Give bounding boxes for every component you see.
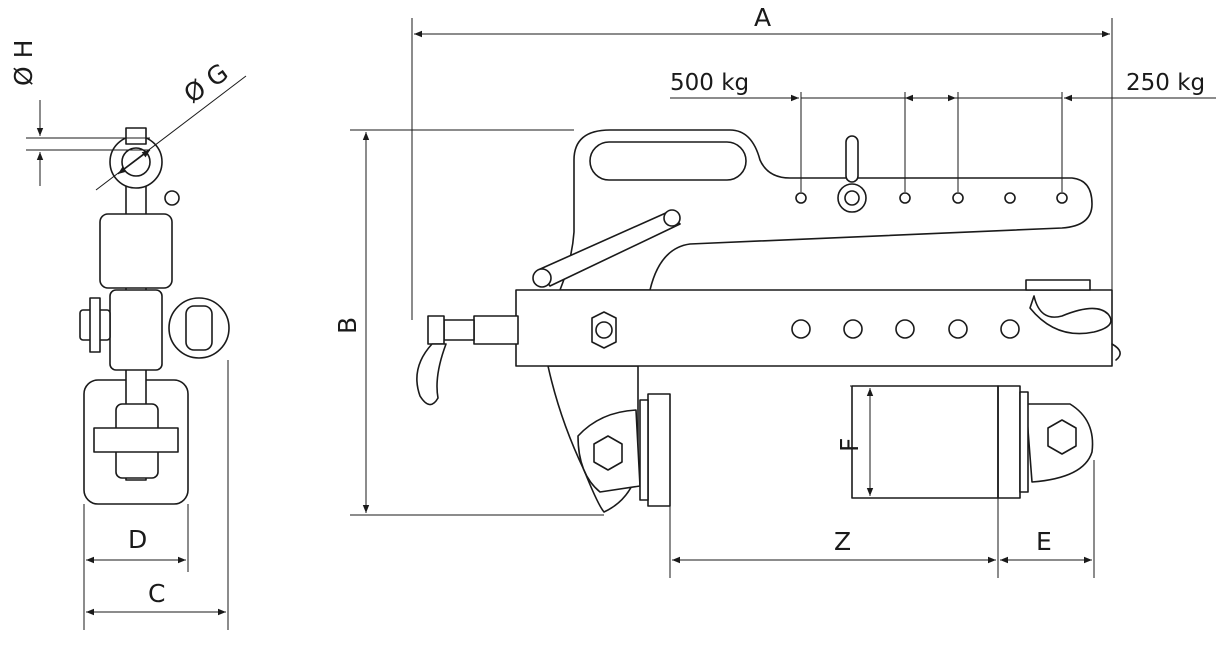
label-f: F [835,438,864,452]
front-view: A B 500 kg 250 kg F Z E [333,3,1216,578]
label-g: Ø G [178,58,233,109]
bar-hole [791,319,811,339]
front-bar-tab [1025,279,1091,291]
side-pin [164,190,180,206]
side-view: D C Ø H Ø G [9,40,247,630]
side-lower-bolt [93,427,179,453]
label-250kg: 250 kg [1126,70,1205,96]
side-middle-block [109,289,163,371]
bar-hole [948,319,968,339]
fork-hole [795,192,807,204]
safety-pin [1029,295,1112,335]
fork-hole [899,192,911,204]
label-e: E [1036,527,1052,556]
fork-hole [1004,192,1016,204]
handle-lever [416,343,447,406]
left-clamp-nut [593,435,623,471]
label-b: B [333,317,362,334]
label-d: D [128,525,147,554]
lifting-eye-pin [845,135,859,183]
label-h: Ø H [9,40,38,86]
left-pad [647,393,671,507]
fork-hole [952,192,964,204]
front-slot [589,141,747,181]
label-500kg: 500 kg [670,70,749,96]
right-clamp-nut [1047,419,1077,455]
side-ring-inner [185,305,213,351]
lifting-eye [837,183,867,213]
fork-hole [1056,192,1068,204]
dim-line-g [95,75,247,191]
bar-hole [1000,319,1020,339]
side-washer [89,297,101,353]
right-pad [997,385,1021,499]
front-main-plate [559,129,1093,291]
label-c: C [148,579,165,608]
bar-hole [895,319,915,339]
side-upper-clamp [99,213,173,289]
bar-hole [843,319,863,339]
label-a: A [754,3,771,32]
label-z: Z [834,527,851,556]
workpiece [851,385,999,499]
handle-sleeve [473,315,519,345]
bar-nut [591,311,617,349]
side-shackle-top [125,127,147,145]
